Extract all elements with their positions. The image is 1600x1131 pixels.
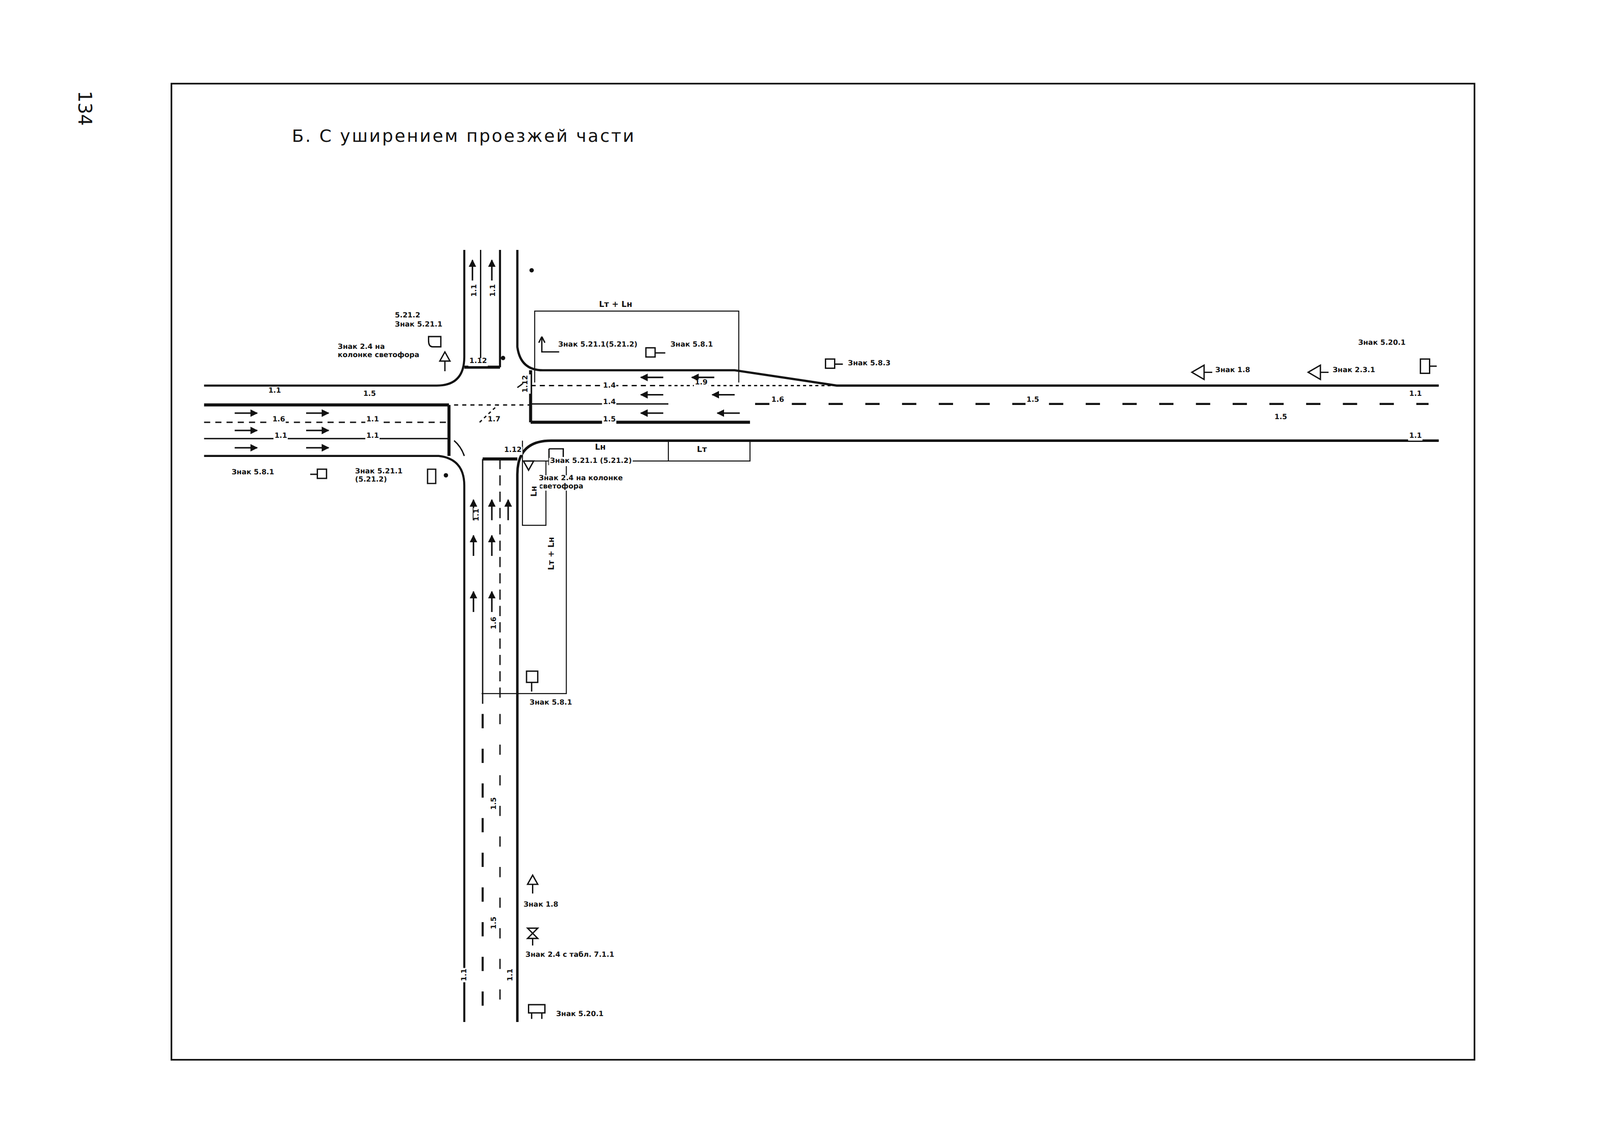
road-label: 1.1 (267, 387, 282, 396)
road-label: Знак 1.8 (1214, 367, 1252, 376)
road-label: Знак 5.8.1 (669, 341, 715, 350)
road-label: Lт (695, 445, 708, 455)
road-label: 1.1 (473, 507, 482, 523)
road-label: Знак 5.20.1 (555, 1011, 605, 1019)
road-label: 1.5 (602, 416, 617, 425)
page-number: 134 (74, 89, 95, 127)
road-label: Lн (594, 443, 607, 454)
road-label: 1.9 (693, 379, 709, 388)
road-label: Знак 5.21.1 (5.21.2) (354, 468, 416, 485)
road-label: 1.1 (1408, 390, 1423, 399)
road-label: Знак 2.3.1 (1331, 367, 1377, 376)
road-label: Знак 5.21.1 (393, 321, 444, 330)
road-label: Знак 5.8.3 (846, 360, 892, 369)
road-label: 1.1 (507, 968, 516, 983)
road-label: 1.4 (602, 399, 617, 407)
road-label: 1.5 (362, 390, 377, 399)
road-label: 1.5 (1273, 414, 1288, 423)
road-label: Знак 2.4 с табл. 7.1.1 (524, 952, 616, 960)
road-label: 1.1 (489, 283, 498, 298)
road-label: 1.1 (365, 432, 381, 441)
road-label: 1.5 (490, 796, 499, 812)
road-label: 1.12 (503, 447, 523, 455)
road-label: Lт + Lн (547, 536, 558, 572)
drawing-title: Б. С уширением проезжей части (290, 126, 637, 146)
road-label: 5.21.2 (393, 312, 422, 320)
road-label: 1.1 (273, 432, 288, 441)
road-label: 1.1 (1408, 432, 1423, 441)
road-label: 1.6 (770, 396, 786, 405)
road-label: 1.1 (461, 968, 470, 983)
road-label: Знак 5.8.1 (230, 469, 276, 478)
road-label: 1.6 (490, 615, 499, 631)
road-label: 1.12 (468, 358, 489, 366)
road-label: 1.5 (1025, 396, 1041, 405)
road-label: Знак 1.8 (522, 901, 560, 910)
road-label: Знак 2.4 на колонке светофора (537, 475, 661, 491)
road-label: 1.12 (522, 374, 531, 394)
road-label: 1.1 (365, 416, 381, 425)
road-label: Знак 5.21.1(5.21.2) (557, 341, 639, 350)
road-label: Lт + Lн (598, 301, 634, 311)
road-label: 1.4 (602, 382, 617, 391)
road-label: 1.5 (490, 916, 499, 931)
road-label: Знак 5.21.1 (5.21.2) (548, 458, 633, 466)
road-label: 1.6 (271, 416, 287, 425)
road-label: Знак 5.8.1 (528, 699, 574, 708)
road-label: Знак 5.20.1 (1357, 339, 1408, 348)
road-label: Lн (530, 484, 540, 498)
road-label: 1.7 (486, 416, 502, 425)
road-label: 1.1 (471, 283, 480, 298)
road-label: Знак 2.4 на колонке светофора (336, 343, 421, 360)
